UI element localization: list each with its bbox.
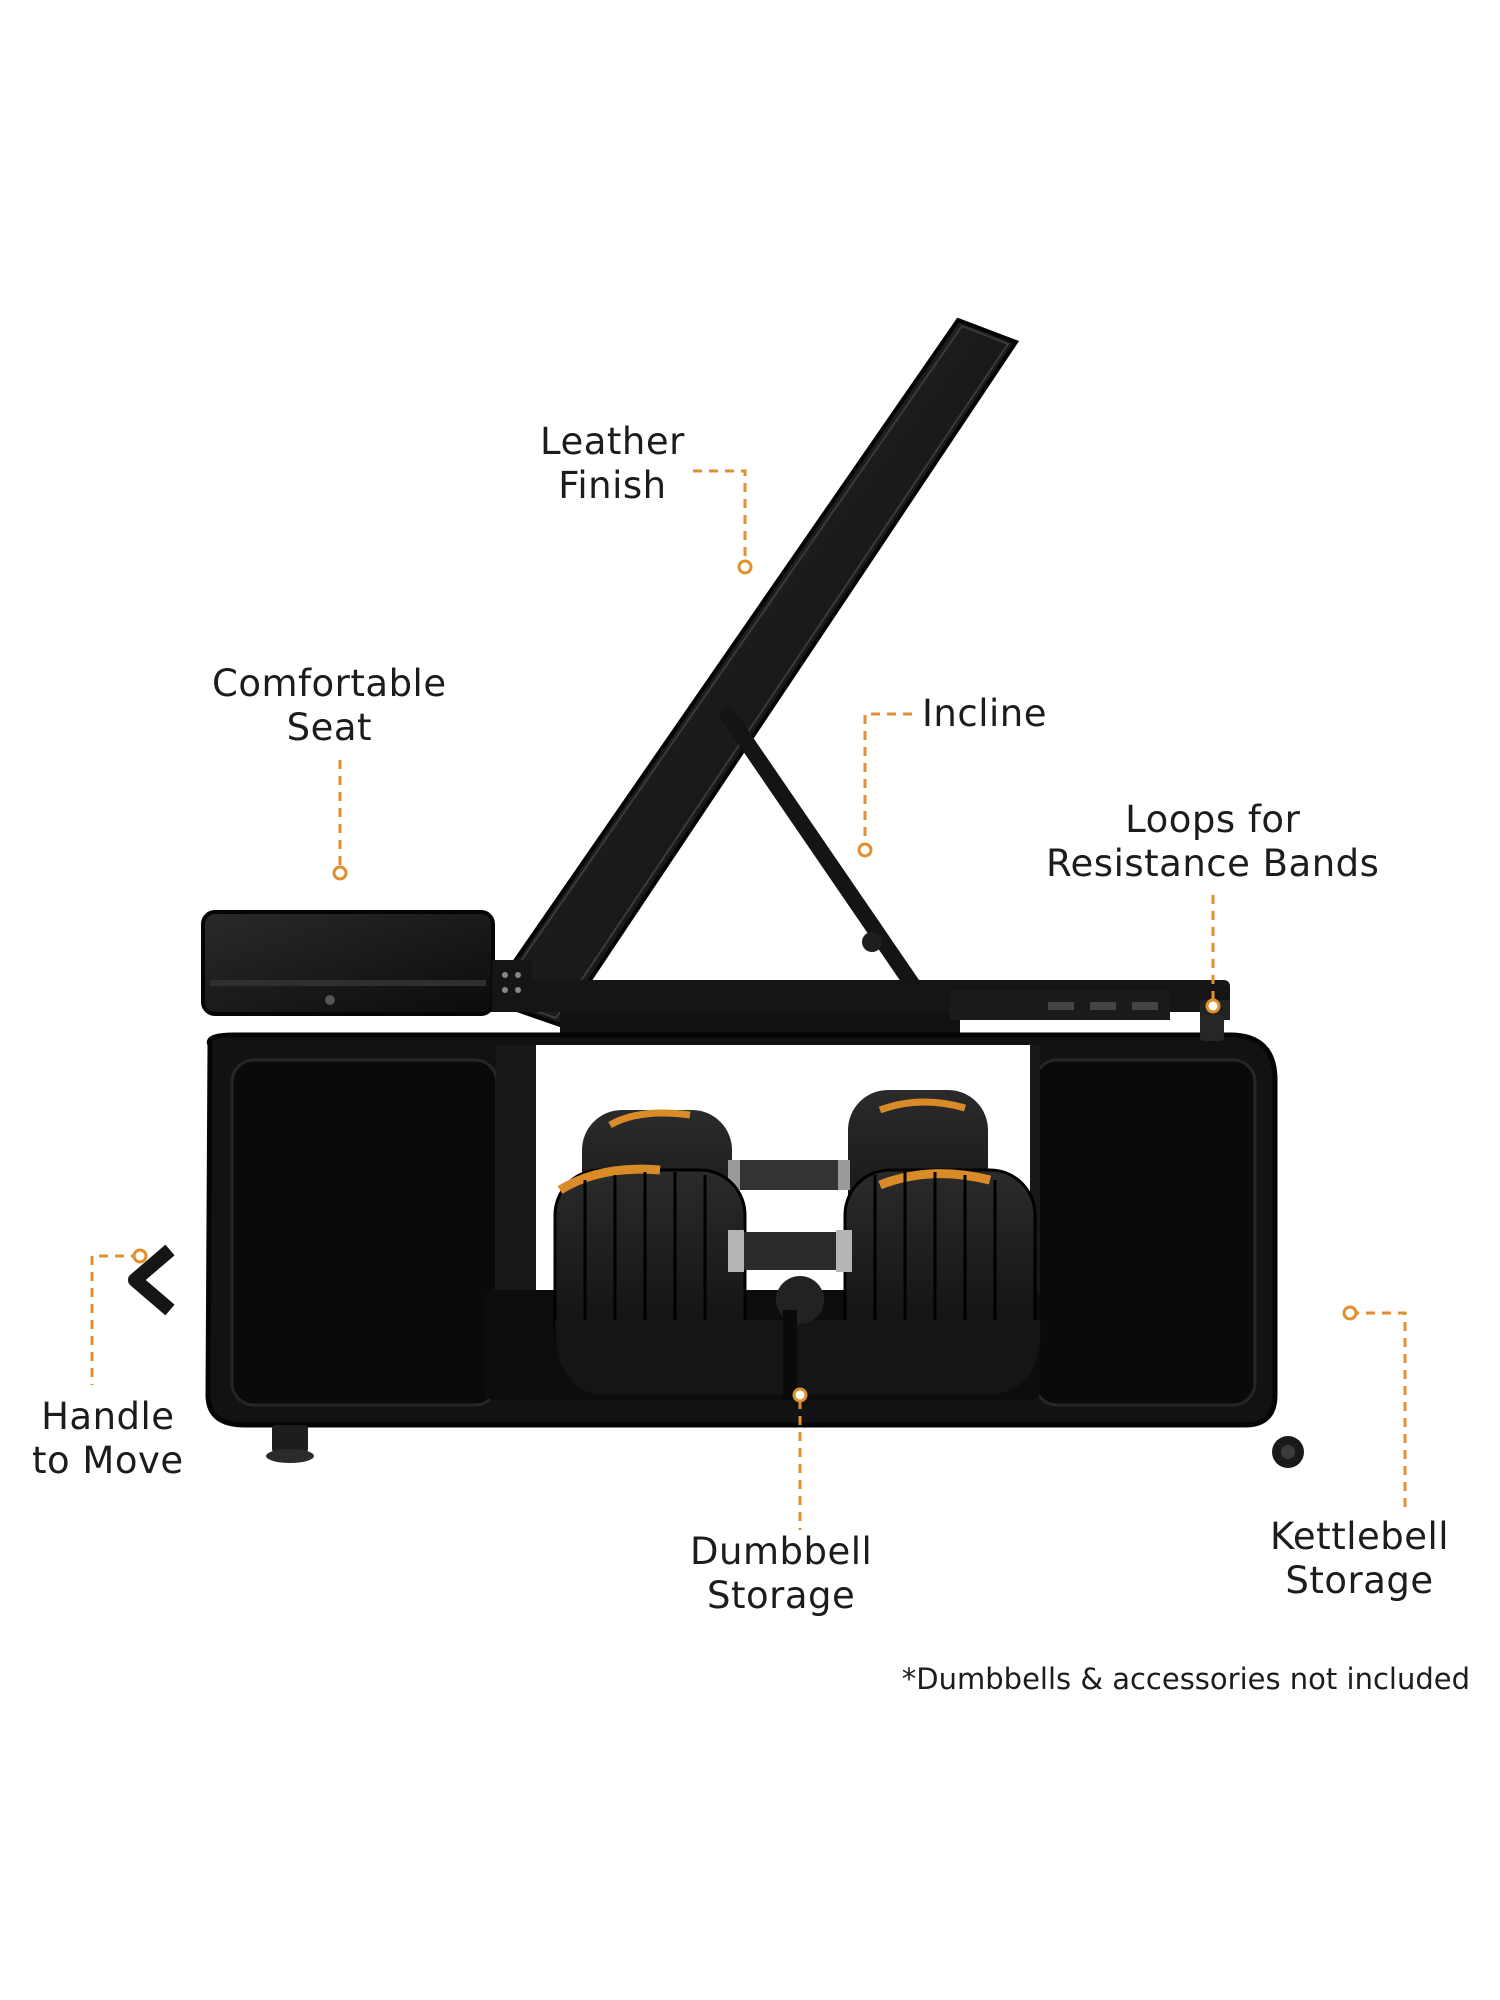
dumbbells <box>553 1090 1041 1400</box>
leader-handle-move <box>90 1254 140 1385</box>
label-loops-bands: Loops for Resistance Bands <box>1046 798 1380 885</box>
callout-lines <box>90 469 1407 1530</box>
label-comfortable-seat: Comfortable Seat <box>212 662 447 749</box>
label-incline: Incline <box>922 692 1047 735</box>
disclaimer-footnote: *Dumbbells & accessories not included <box>901 1662 1470 1696</box>
label-handle-move: Handle to Move <box>32 1395 184 1482</box>
leader-leather-finish <box>693 469 747 565</box>
label-dumbbell-storage: Dumbbell Storage <box>690 1530 873 1617</box>
label-leather-finish: Leather Finish <box>540 420 685 507</box>
leader-incline <box>863 712 912 846</box>
leader-kettlebell-storage <box>1350 1311 1407 1510</box>
callout-dots <box>132 559 1358 1403</box>
label-kettlebell-storage: Kettlebell Storage <box>1270 1515 1450 1602</box>
seat-pad <box>201 910 532 1016</box>
